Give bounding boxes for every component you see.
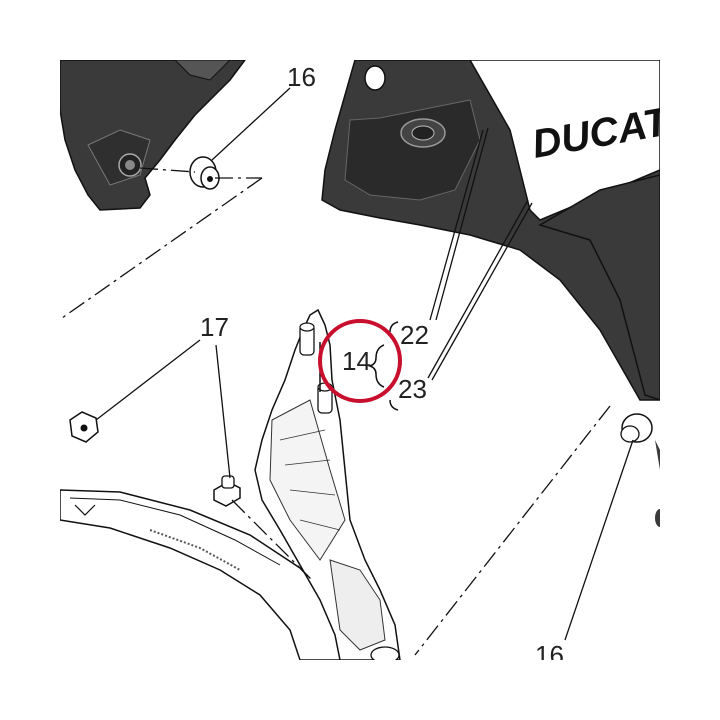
hex-nut-17 <box>69 411 99 443</box>
grommet-16-right <box>620 413 665 527</box>
assembly-lines <box>61 167 611 656</box>
upper-left-bracket <box>59 59 247 211</box>
center-bracket-14 <box>254 308 401 664</box>
highlight-circle <box>318 319 402 403</box>
clip-17 <box>213 475 241 507</box>
upper-right-fairing: DUCAT <box>321 59 675 402</box>
callout-22: 22 <box>400 320 429 350</box>
callout-17: 17 <box>200 312 229 342</box>
callout-14: 14 <box>342 346 371 376</box>
callout-16-top: 16 <box>287 62 316 92</box>
callout-23: 23 <box>398 374 427 404</box>
grommet-16-top <box>189 156 220 190</box>
leader-lines <box>95 87 634 641</box>
